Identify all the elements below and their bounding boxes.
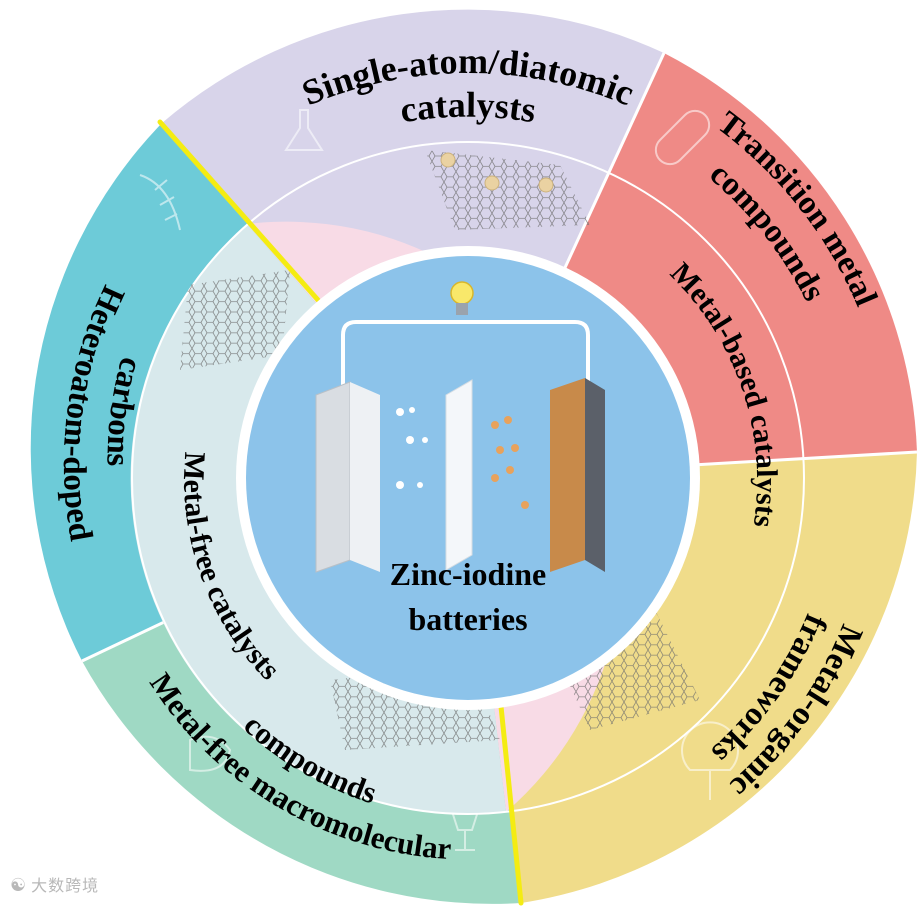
graphene-sheet-left xyxy=(180,270,290,370)
circuit-wire xyxy=(341,320,590,395)
lightbulb-icon xyxy=(450,281,474,315)
center-title-line1: Zinc-iodine xyxy=(390,556,546,592)
watermark: ☯大数跨境 xyxy=(10,872,99,896)
iodine-cathode xyxy=(550,378,605,572)
chat-icon xyxy=(189,735,232,772)
ion-particles xyxy=(396,407,529,509)
leaf-icon xyxy=(139,174,181,231)
outer-decorations xyxy=(139,109,739,851)
pill-icon xyxy=(654,109,711,166)
center-title-line2: batteries xyxy=(408,601,527,637)
graphene-sheet-top xyxy=(425,150,590,230)
outer-segment-single-atom xyxy=(162,9,664,478)
single-atom-text-line2: catalysts xyxy=(397,85,539,131)
watermark-text: 大数跨境 xyxy=(31,876,100,895)
single-atom-label-line2: catalysts xyxy=(397,85,539,131)
watermark-logo-icon: ☯ xyxy=(10,875,28,896)
battery-illustration xyxy=(315,281,605,573)
tree-icon xyxy=(681,721,739,800)
zinc-anode xyxy=(315,381,380,573)
flask-icon xyxy=(284,109,324,151)
separator-membrane xyxy=(445,379,473,571)
